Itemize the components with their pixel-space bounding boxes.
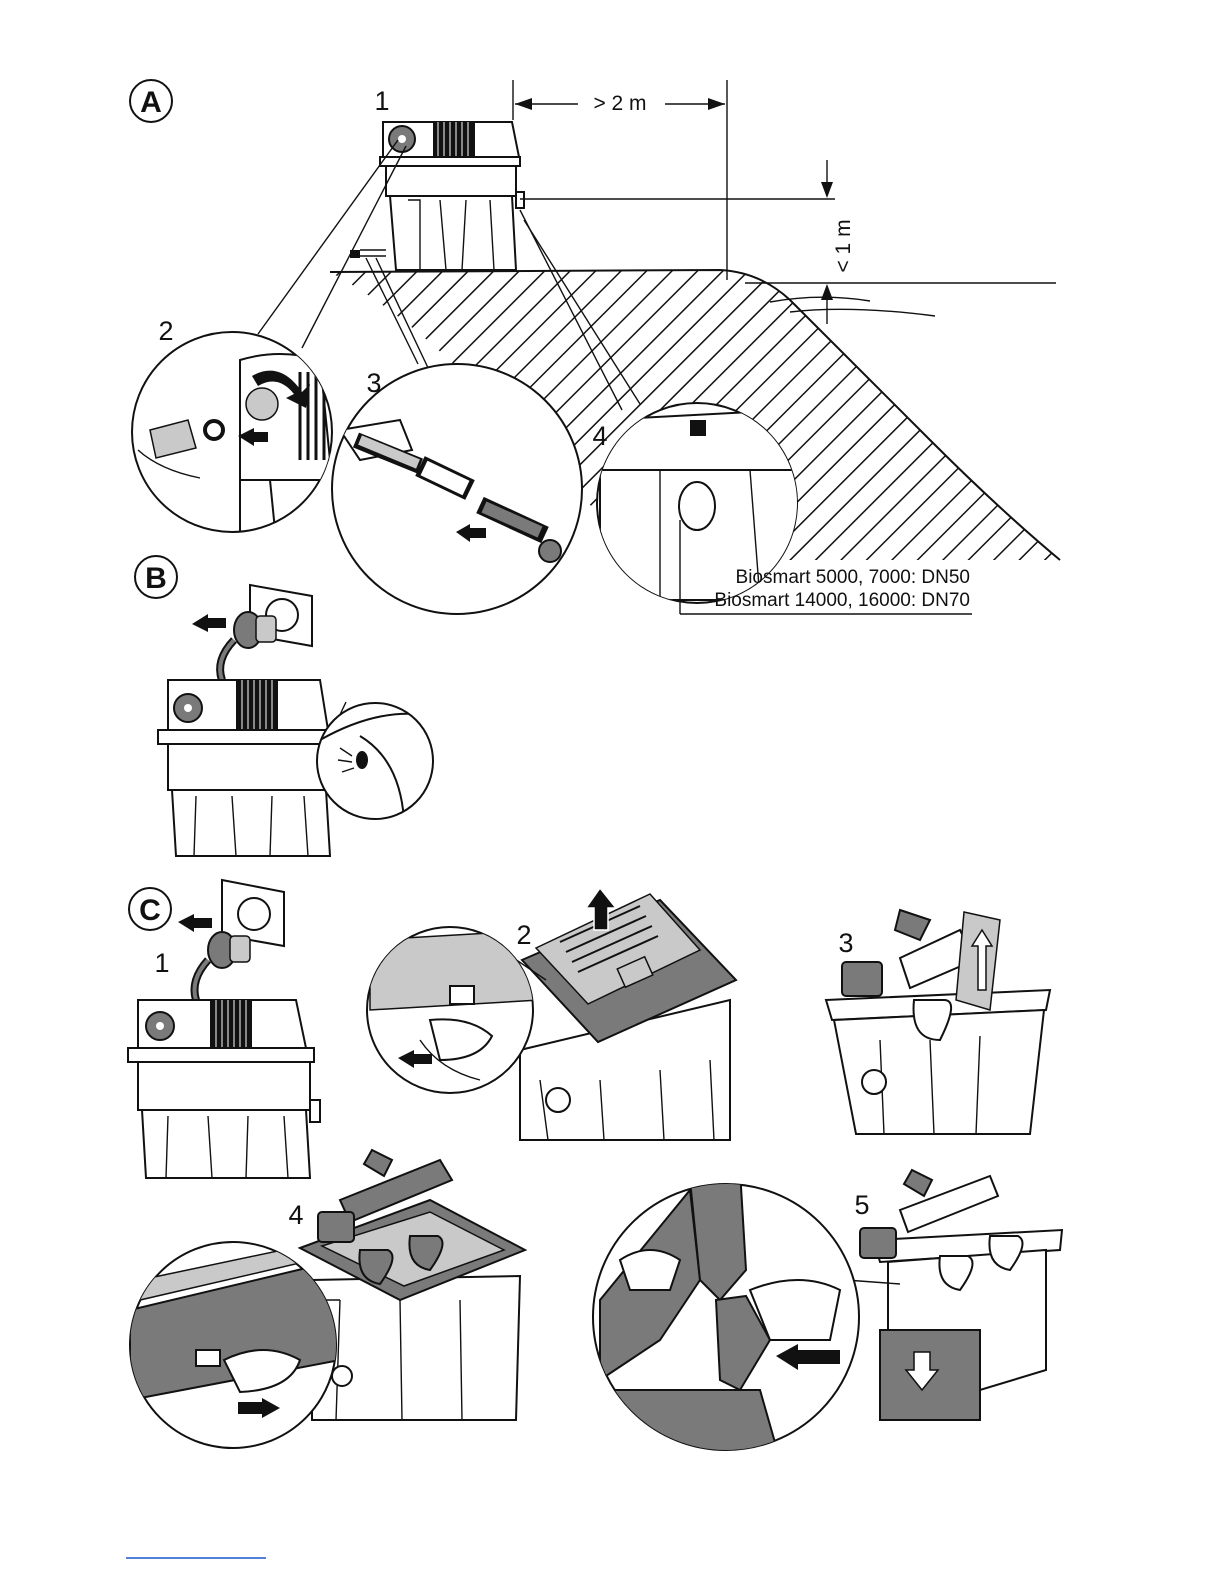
step-c2-label: 2 (516, 920, 531, 950)
step-c4-label: 4 (288, 1200, 303, 1230)
step-c3-remove-cartridge (826, 910, 1050, 1134)
step-a2-label: 2 (158, 316, 173, 346)
detail-b-vent (317, 703, 433, 820)
step-c5-remove-chamber (860, 1170, 1062, 1420)
power-plug-icon (220, 612, 276, 680)
section-c-badge: C (129, 888, 171, 930)
section-a-badge: A (130, 80, 172, 122)
step-c3-label: 3 (838, 928, 853, 958)
detail-c2-latch (367, 927, 540, 1093)
height-label: < 1 m (832, 219, 855, 272)
dimension-distance: > 2 m (513, 80, 727, 280)
distance-label: > 2 m (593, 92, 646, 115)
step-c5-label: 5 (854, 1190, 869, 1220)
step-c2-lift-lid (520, 888, 736, 1140)
detail-c5-clip (593, 1170, 859, 1460)
section-c-letter: C (139, 894, 161, 927)
step-c1-label: 1 (154, 948, 169, 978)
section-b: B (135, 556, 433, 856)
filter-unit-icon (158, 680, 334, 856)
section-a: A (130, 80, 1060, 614)
section-a-letter: A (140, 86, 162, 119)
section-b-letter: B (145, 562, 167, 595)
model-line-dn70: Biosmart 14000, 16000: DN70 (714, 590, 970, 611)
section-b-badge: B (135, 556, 177, 598)
push-arrow-icon (192, 614, 226, 632)
detail-a2-hose-seal (132, 332, 332, 540)
step-c4-release-insert (300, 1150, 525, 1420)
filter-unit-icon (380, 122, 524, 270)
hose-connector-icon (350, 250, 386, 258)
detail-a3-hose-assembly (332, 364, 582, 614)
pull-arrow-icon (178, 914, 212, 932)
step-a3-label: 3 (366, 368, 381, 398)
step-a4-label: 4 (592, 421, 607, 451)
detail-c4-latch (130, 1240, 340, 1448)
model-line-dn50: Biosmart 5000, 7000: DN50 (736, 567, 970, 588)
section-c: C 1 (128, 880, 1062, 1460)
step-a1-label: 1 (374, 86, 389, 116)
